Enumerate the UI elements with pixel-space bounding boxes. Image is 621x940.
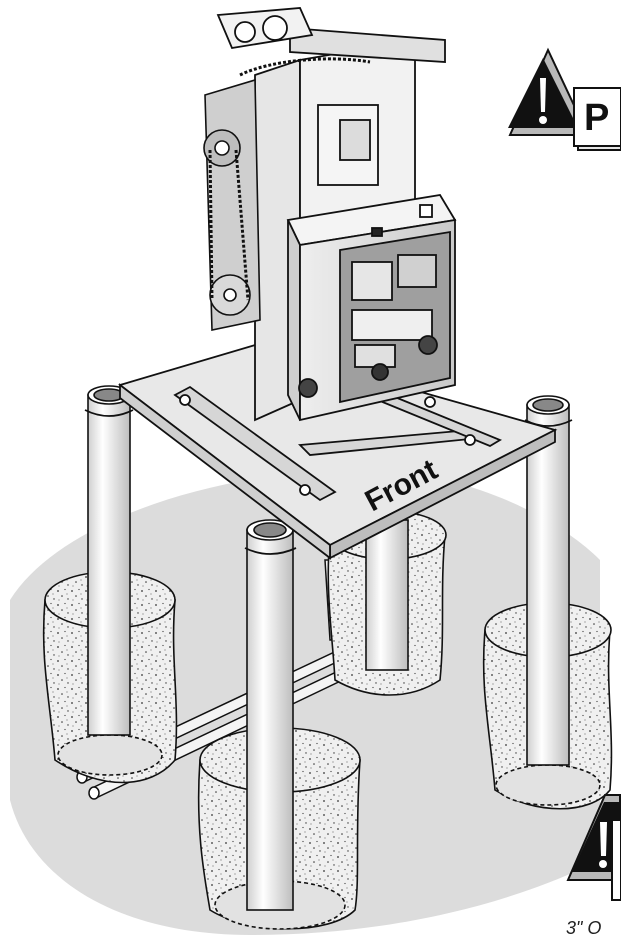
warning-letter: P [584, 97, 609, 139]
post-right [526, 395, 570, 766]
warning-sign-top: P [508, 47, 621, 151]
warning-triangle-icon [572, 802, 621, 872]
support-posts [87, 385, 570, 911]
footing-back-left [42, 571, 178, 784]
warning-sign-bottom [566, 794, 621, 901]
concrete-footings [42, 510, 613, 930]
control-box [286, 194, 457, 422]
post-front [246, 519, 294, 911]
post-back-left [87, 385, 131, 736]
caption-text: 3" O [566, 918, 602, 938]
mounting-platform [84, 344, 573, 560]
motor-drive [203, 57, 371, 331]
operator-frame [216, 7, 446, 422]
post-back-middle [365, 519, 409, 671]
